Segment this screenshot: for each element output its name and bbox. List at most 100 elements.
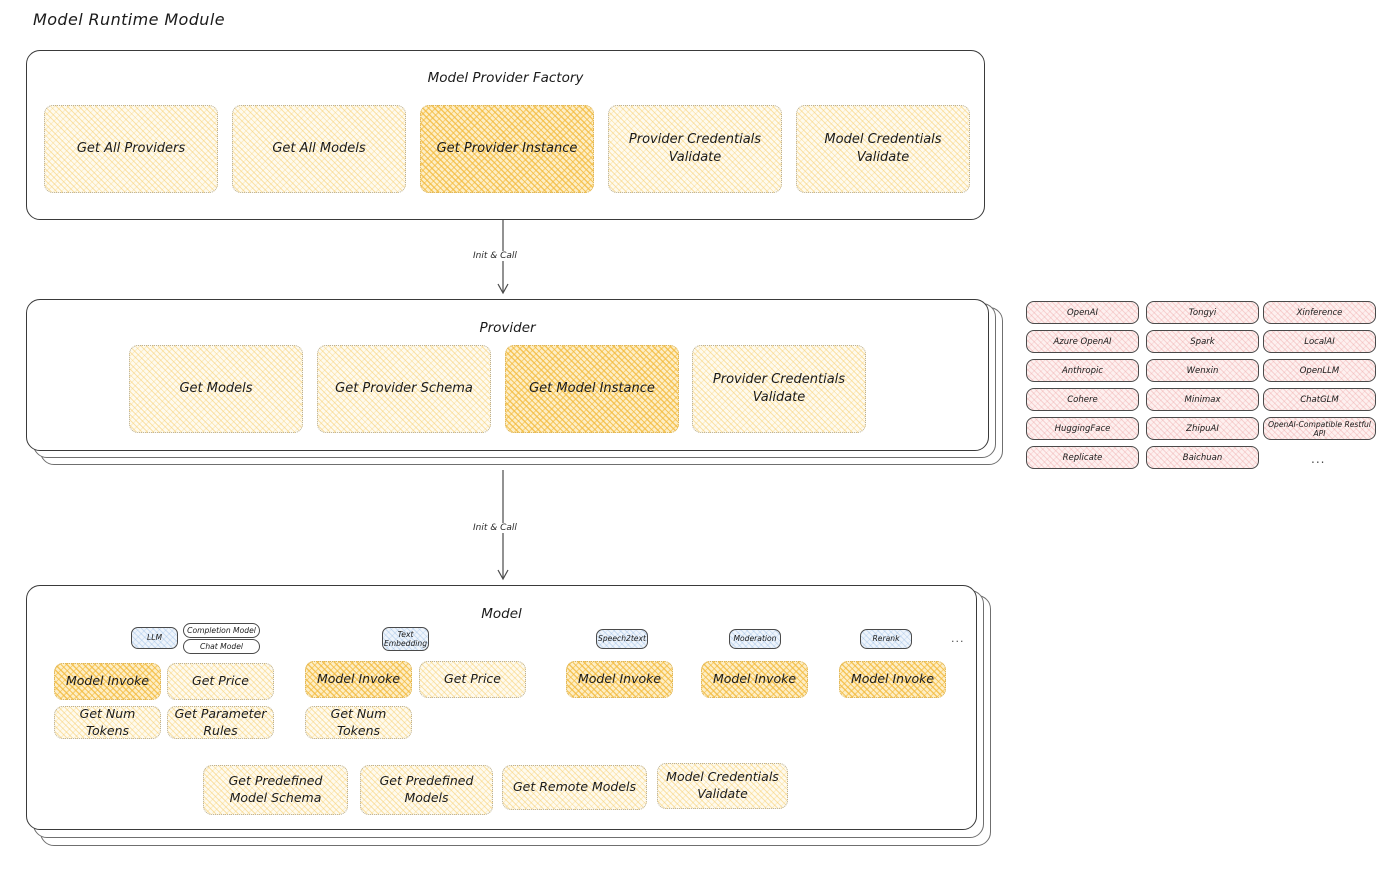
op-llm-get-price[interactable]: Get Price bbox=[167, 663, 274, 700]
op-text-embedding-get-price[interactable]: Get Price bbox=[419, 661, 526, 698]
op-label: Model Invoke bbox=[712, 671, 797, 687]
provider-chip-openllm[interactable]: OpenLLM bbox=[1263, 359, 1376, 382]
op-label: Get Price bbox=[192, 673, 249, 689]
op-label: Get Provider Instance bbox=[436, 141, 578, 157]
op-provider-credentials-validate[interactable]: Provider Credentials Validate bbox=[608, 105, 782, 193]
provider-chip-cohere[interactable]: Cohere bbox=[1026, 388, 1139, 411]
provider-list-more-ellipsis: ... bbox=[1311, 452, 1326, 466]
provider-chip-wenxin[interactable]: Wenxin bbox=[1146, 359, 1259, 382]
chip-label: OpenAI-Compatible Restful API bbox=[1268, 419, 1371, 438]
model-subtype-badge-completion-model[interactable]: Completion Model bbox=[183, 623, 260, 638]
page-title: Model Runtime Module bbox=[33, 10, 225, 29]
op-label: Get Remote Models bbox=[512, 779, 637, 795]
provider-chip-minimax[interactable]: Minimax bbox=[1146, 388, 1259, 411]
provider-chip-zhipuai[interactable]: ZhipuAI bbox=[1146, 417, 1259, 440]
op-model-credentials-validate[interactable]: Model Credentials Validate bbox=[796, 105, 970, 193]
chip-label: Anthropic bbox=[1061, 365, 1104, 376]
provider-chip-spark[interactable]: Spark bbox=[1146, 330, 1259, 353]
op-moderation-model-invoke[interactable]: Model Invoke bbox=[701, 661, 808, 698]
op-provider-credentials-validate-2[interactable]: Provider Credentials Validate bbox=[692, 345, 866, 433]
op-text-embedding-get-num-tokens[interactable]: Get Num Tokens bbox=[305, 706, 412, 739]
chip-label: Spark bbox=[1190, 336, 1215, 347]
op-label: Model Invoke bbox=[65, 673, 150, 689]
chip-label: HuggingFace bbox=[1054, 423, 1111, 434]
op-get-all-providers[interactable]: Get All Providers bbox=[44, 105, 218, 193]
provider-chip-chatglm[interactable]: ChatGLM bbox=[1263, 388, 1376, 411]
op-label: Get Models bbox=[179, 381, 253, 397]
op-llm-get-parameter-rules[interactable]: Get Parameter Rules bbox=[167, 706, 274, 739]
op-label: Get Predefined Model Schema bbox=[228, 773, 323, 805]
connector-label-2: Init & Call bbox=[470, 523, 520, 533]
op-get-models[interactable]: Get Models bbox=[129, 345, 303, 433]
chip-label: OpenAI bbox=[1066, 307, 1099, 318]
model-type-badge-rerank[interactable]: Rerank bbox=[860, 629, 912, 649]
op-label: Get Model Instance bbox=[529, 381, 655, 397]
op-label: Model Invoke bbox=[850, 671, 935, 687]
provider-chip-anthropic[interactable]: Anthropic bbox=[1026, 359, 1139, 382]
chip-label: Wenxin bbox=[1186, 365, 1219, 376]
op-rerank-model-invoke[interactable]: Model Invoke bbox=[839, 661, 946, 698]
provider-chip-openai-compatible-restful-api[interactable]: OpenAI-Compatible Restful API bbox=[1263, 417, 1376, 440]
provider-chip-replicate[interactable]: Replicate bbox=[1026, 446, 1139, 469]
chip-label: Xinference bbox=[1296, 307, 1343, 318]
provider-chip-huggingface[interactable]: HuggingFace bbox=[1026, 417, 1139, 440]
op-get-provider-schema[interactable]: Get Provider Schema bbox=[317, 345, 491, 433]
section-title-provider: Provider bbox=[479, 320, 536, 336]
op-label: Model Invoke bbox=[577, 671, 662, 687]
provider-chip-xinference[interactable]: Xinference bbox=[1263, 301, 1376, 324]
op-get-model-instance[interactable]: Get Model Instance bbox=[505, 345, 679, 433]
provider-chip-openai[interactable]: OpenAI bbox=[1026, 301, 1139, 324]
model-types-more-ellipsis: ... bbox=[951, 632, 965, 645]
op-get-predefined-model-schema[interactable]: Get Predefined Model Schema bbox=[203, 765, 348, 815]
op-label: Model Credentials Validate bbox=[824, 132, 942, 165]
op-label: Model Credentials Validate bbox=[666, 769, 779, 801]
op-label: Provider Credentials Validate bbox=[712, 372, 846, 405]
op-label: Get Num Tokens bbox=[79, 705, 136, 738]
op-get-provider-instance[interactable]: Get Provider Instance bbox=[420, 105, 594, 193]
chip-label: LocalAI bbox=[1304, 336, 1335, 347]
model-type-badge-speech2text[interactable]: Speech2text bbox=[596, 629, 648, 649]
op-label: Get Num Tokens bbox=[330, 705, 387, 738]
badge-label: LLM bbox=[146, 633, 162, 643]
chip-label: ChatGLM bbox=[1300, 394, 1339, 405]
chip-label: Tongyi bbox=[1188, 307, 1217, 318]
chip-label: Cohere bbox=[1067, 394, 1098, 405]
model-type-badge-moderation[interactable]: Moderation bbox=[729, 629, 781, 649]
chip-label: Replicate bbox=[1062, 452, 1103, 463]
provider-chip-localai[interactable]: LocalAI bbox=[1263, 330, 1376, 353]
chip-label: OpenLLM bbox=[1299, 365, 1340, 376]
chip-label: Minimax bbox=[1184, 394, 1221, 405]
badge-label: Speech2text bbox=[598, 634, 646, 644]
model-type-badge-text-embedding[interactable]: Text Embedding bbox=[382, 627, 429, 651]
provider-chip-tongyi[interactable]: Tongyi bbox=[1146, 301, 1259, 324]
op-get-remote-models[interactable]: Get Remote Models bbox=[502, 765, 647, 810]
badge-label: Completion Model bbox=[187, 625, 256, 635]
chip-label: Baichuan bbox=[1182, 452, 1223, 463]
chip-label: Azure OpenAI bbox=[1053, 336, 1112, 347]
model-type-badge-llm[interactable]: LLM bbox=[131, 627, 178, 649]
op-speech2text-model-invoke[interactable]: Model Invoke bbox=[566, 661, 673, 698]
provider-chip-baichuan[interactable]: Baichuan bbox=[1146, 446, 1259, 469]
op-label: Provider Credentials Validate bbox=[628, 132, 762, 165]
connector-label-1: Init & Call bbox=[470, 251, 520, 261]
op-get-predefined-models[interactable]: Get Predefined Models bbox=[360, 765, 493, 815]
badge-label: Text Embedding bbox=[383, 629, 428, 648]
chip-label: ZhipuAI bbox=[1186, 423, 1219, 434]
badge-label: Rerank bbox=[872, 634, 900, 644]
op-label: Get All Models bbox=[272, 141, 366, 157]
op-label: Get Provider Schema bbox=[335, 381, 473, 397]
op-get-all-models[interactable]: Get All Models bbox=[232, 105, 406, 193]
op-label: Get Predefined Models bbox=[379, 773, 474, 805]
op-label: Model Invoke bbox=[316, 671, 401, 687]
op-llm-get-num-tokens[interactable]: Get Num Tokens bbox=[54, 706, 161, 739]
op-label: Get Parameter Rules bbox=[174, 705, 267, 738]
provider-chip-azure-openai[interactable]: Azure OpenAI bbox=[1026, 330, 1139, 353]
op-text-embedding-model-invoke[interactable]: Model Invoke bbox=[305, 661, 412, 698]
op-model-credentials-validate-3[interactable]: Model Credentials Validate bbox=[657, 763, 788, 809]
op-label: Get All Providers bbox=[76, 141, 186, 157]
model-subtype-badge-chat-model[interactable]: Chat Model bbox=[183, 639, 260, 654]
op-label: Get Price bbox=[444, 671, 501, 687]
section-title-model: Model bbox=[481, 606, 522, 622]
op-llm-model-invoke[interactable]: Model Invoke bbox=[54, 663, 161, 700]
